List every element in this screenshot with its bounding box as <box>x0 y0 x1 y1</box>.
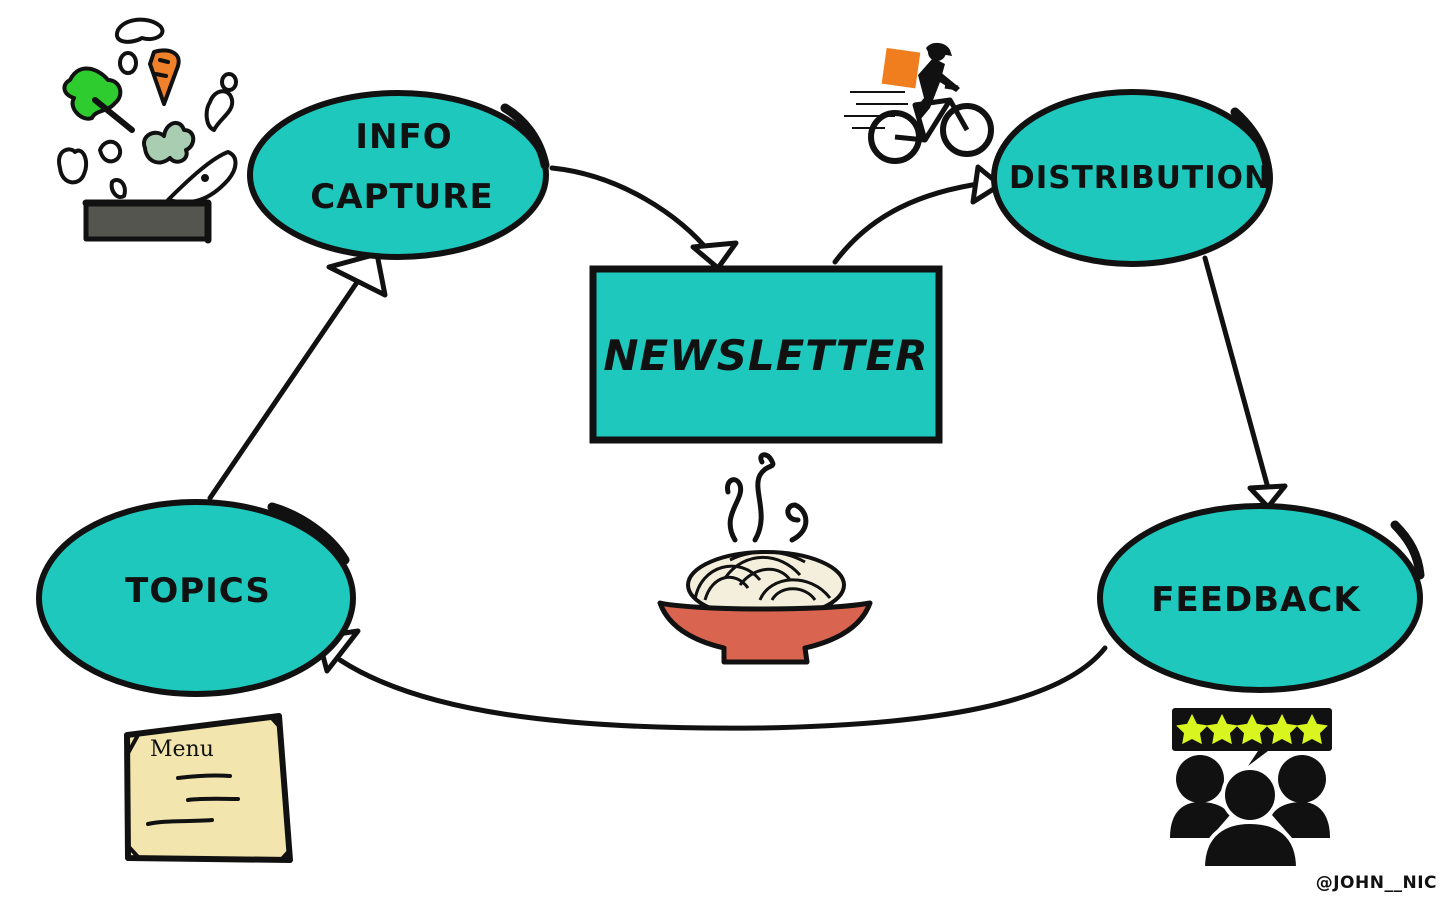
node-distribution-label: DISTRIBUTION <box>1009 160 1271 196</box>
arrow-info-to-newsletter <box>549 165 715 258</box>
node-distribution: DISTRIBUTION <box>991 89 1273 267</box>
vegetables-icon <box>57 17 238 244</box>
node-newsletter: NEWSLETTER <box>589 265 943 444</box>
arrows <box>207 165 1271 731</box>
delivery-bike-icon <box>844 42 994 164</box>
people-group-icon <box>1170 755 1330 870</box>
node-info-capture: INFO CAPTURE <box>247 90 550 260</box>
arrow-newsletter-to-distribution <box>832 180 988 265</box>
newsletter-title: NEWSLETTER <box>603 331 928 380</box>
menu-card-icon: Menu <box>124 713 293 863</box>
node-info-capture-line1: INFO <box>355 117 452 157</box>
rating-stars <box>1176 713 1328 745</box>
node-topics-label: TOPICS <box>125 571 271 611</box>
noodle-bowl-icon <box>657 452 873 665</box>
node-info-capture-line2: CAPTURE <box>310 177 493 217</box>
author-credit: @JOHN__NIC <box>1316 873 1437 893</box>
arrow-topics-to-info <box>207 272 365 501</box>
five-star-rating-icon <box>1172 708 1332 766</box>
arrow-distribution-to-feedback <box>1202 255 1271 491</box>
arrow-feedback-to-topics <box>337 645 1108 731</box>
arrowhead-into-distribution <box>970 164 1003 205</box>
arrowhead-into-newsletter <box>690 240 739 271</box>
node-topics: TOPICS <box>36 499 356 697</box>
node-feedback: FEEDBACK <box>1097 503 1425 693</box>
arrowhead-into-info-capture <box>326 251 388 298</box>
menu-card-title: Menu <box>150 737 214 762</box>
arrowhead-into-feedback <box>1247 483 1288 510</box>
node-feedback-label: FEEDBACK <box>1151 580 1361 620</box>
